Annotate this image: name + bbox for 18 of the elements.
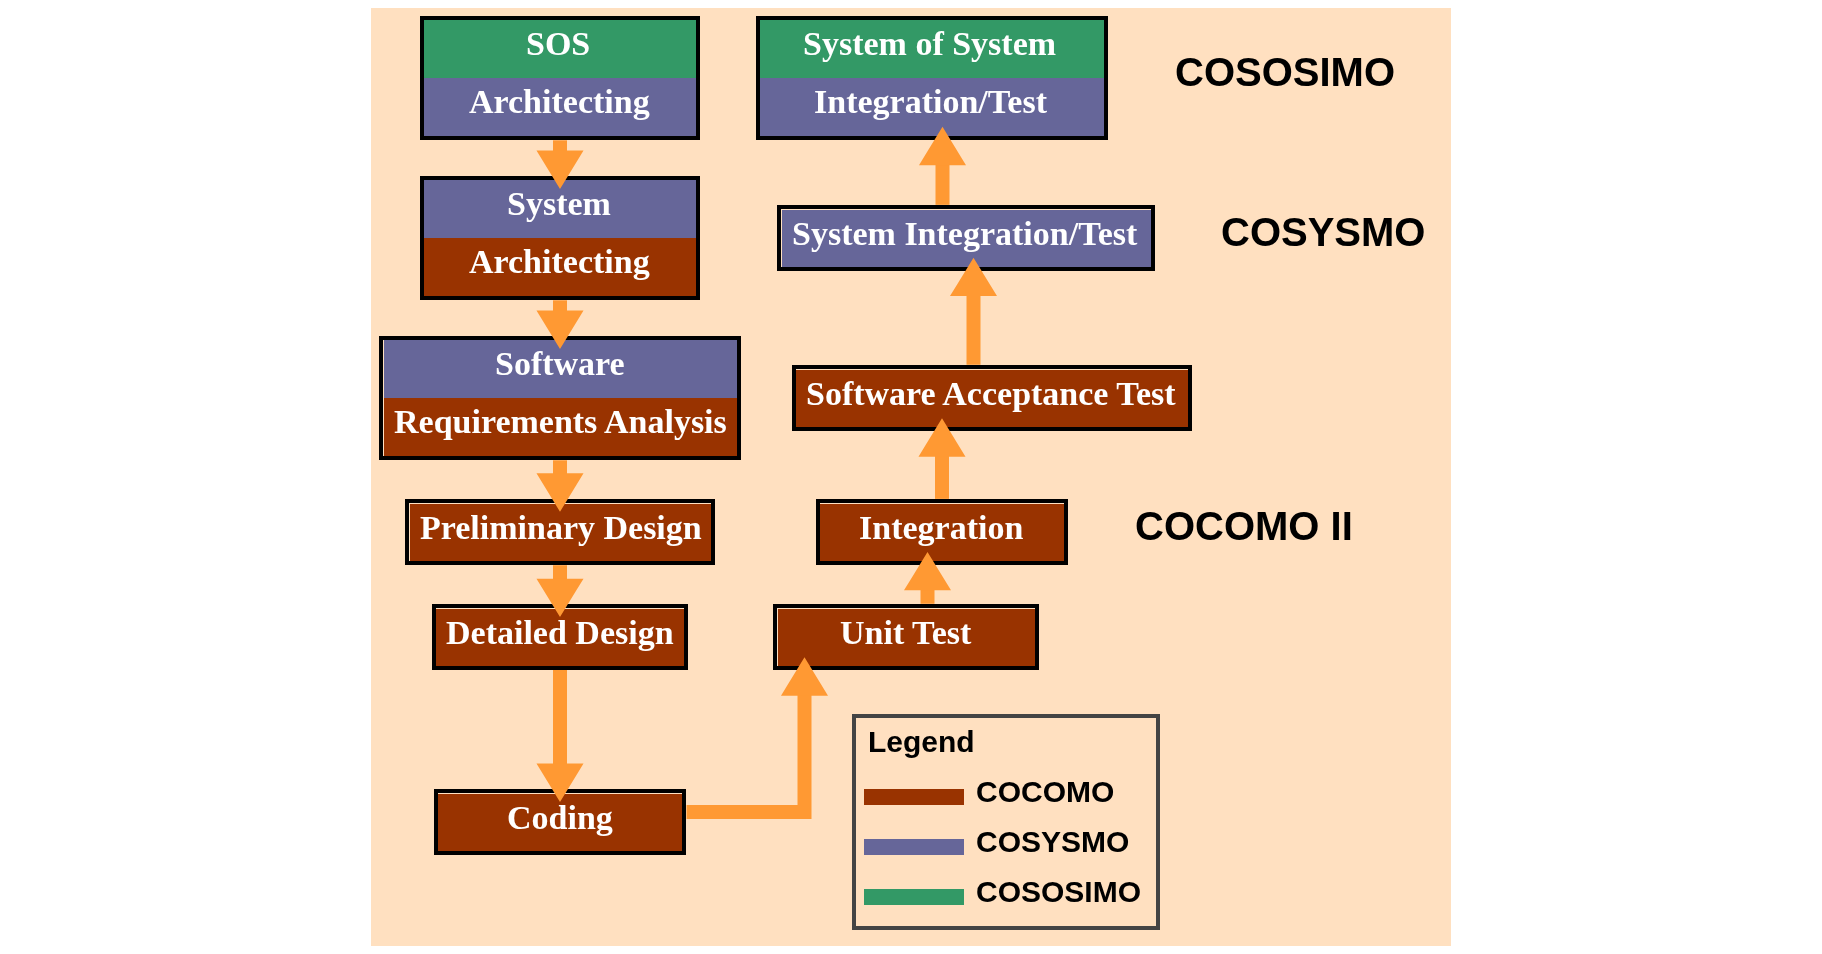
arrow <box>918 418 966 499</box>
label: COSYSMO <box>1221 210 1426 254</box>
legend-label: COSOSIMO <box>976 875 1142 908</box>
node-box: SOS Architecting <box>420 16 700 140</box>
arrow <box>536 670 584 802</box>
arrow <box>686 657 828 819</box>
legend-label: COCOMO <box>976 775 1115 808</box>
label: Legend <box>868 725 975 758</box>
arrow <box>904 551 951 604</box>
node-box: System of System Integration/Test <box>756 16 1108 140</box>
arrow <box>919 126 966 205</box>
legend-label: COSYSMO <box>976 825 1130 858</box>
arrow <box>536 460 584 512</box>
label: COCOMO II <box>1135 504 1353 548</box>
arrow <box>950 257 997 365</box>
label: COSOSIMO <box>1175 50 1396 94</box>
arrow <box>536 565 584 618</box>
node-box: System Architecting <box>420 176 700 300</box>
